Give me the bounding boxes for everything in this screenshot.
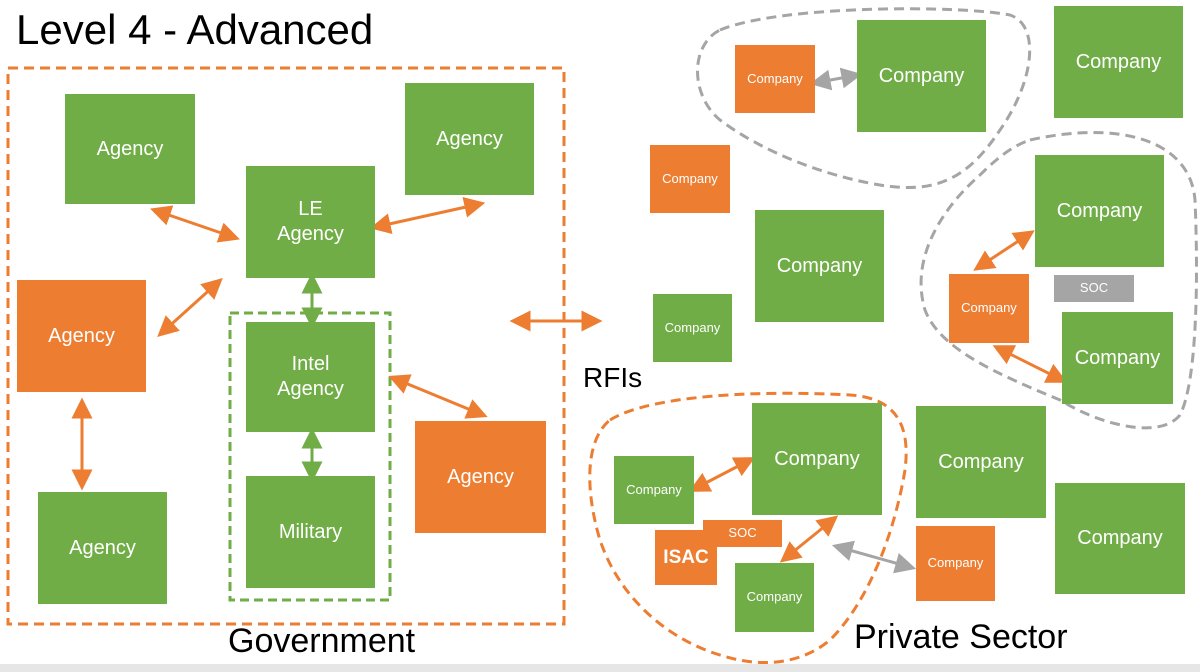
company-node-orange-mid: Company bbox=[650, 145, 730, 213]
company-node-green-small: Company bbox=[653, 294, 732, 362]
agency-node-bottom-left: Agency bbox=[38, 492, 167, 604]
intel-agency-node: Intel Agency bbox=[246, 322, 375, 432]
company-node-isac-top: Company bbox=[752, 403, 882, 515]
arrow-le-agency-tr bbox=[369, 197, 486, 234]
arrow-intel-agency-right bbox=[388, 374, 488, 419]
page-title: Level 4 - Advanced bbox=[16, 6, 374, 53]
bottom-border bbox=[0, 664, 1200, 672]
isac-node: ISAC bbox=[655, 530, 717, 585]
arrow-right-group-upper bbox=[973, 230, 1035, 271]
company-node-green-right-1: Company bbox=[1035, 155, 1164, 267]
sharing-group-top-boundary bbox=[696, 7, 1032, 190]
private-sector-label: Private Sector bbox=[854, 618, 1068, 656]
agency-node-orange-left: Agency bbox=[17, 280, 146, 392]
arrow-right-group-lower bbox=[992, 345, 1068, 383]
sharing-group-right-boundary bbox=[919, 131, 1198, 430]
intel-military-boundary bbox=[228, 311, 392, 602]
company-node-green-lower-right: Company bbox=[1055, 483, 1185, 594]
company-node-green-top: Company bbox=[857, 20, 986, 132]
arrow-isac-lower bbox=[779, 515, 839, 563]
soc-badge-grey: SOC bbox=[1054, 275, 1134, 302]
company-node-isac-left: Company bbox=[614, 456, 694, 524]
government-label: Government bbox=[228, 622, 416, 660]
government-boundary bbox=[6, 66, 566, 626]
company-node-green-corner: Company bbox=[1054, 6, 1183, 118]
company-node-orange-lower: Company bbox=[916, 526, 995, 601]
rfis-label: RFIs bbox=[583, 362, 643, 393]
company-node-orange-right: Company bbox=[949, 274, 1029, 343]
arrow-isac-upper bbox=[688, 457, 756, 492]
agency-node-top-right: Agency bbox=[405, 83, 534, 195]
company-node-green-lower-mid: Company bbox=[916, 406, 1046, 518]
company-node-isac-bottom: Company bbox=[735, 563, 814, 632]
agency-node-orange-right: Agency bbox=[415, 421, 546, 533]
company-node-green-center: Company bbox=[755, 210, 884, 322]
le-agency-node: LE Agency bbox=[246, 166, 375, 278]
military-node: Military bbox=[246, 476, 375, 588]
agency-node-top-left: Agency bbox=[65, 94, 195, 204]
arrow-isac-to-outside bbox=[831, 540, 917, 574]
company-node-green-right-2: Company bbox=[1062, 312, 1173, 404]
arrow-agency-left-le bbox=[157, 277, 223, 338]
isac-group-boundary bbox=[588, 391, 908, 664]
arrow-company-top-pair bbox=[809, 67, 863, 91]
company-node-orange-top: Company bbox=[735, 45, 815, 113]
arrow-agency-tl-le bbox=[150, 205, 240, 243]
